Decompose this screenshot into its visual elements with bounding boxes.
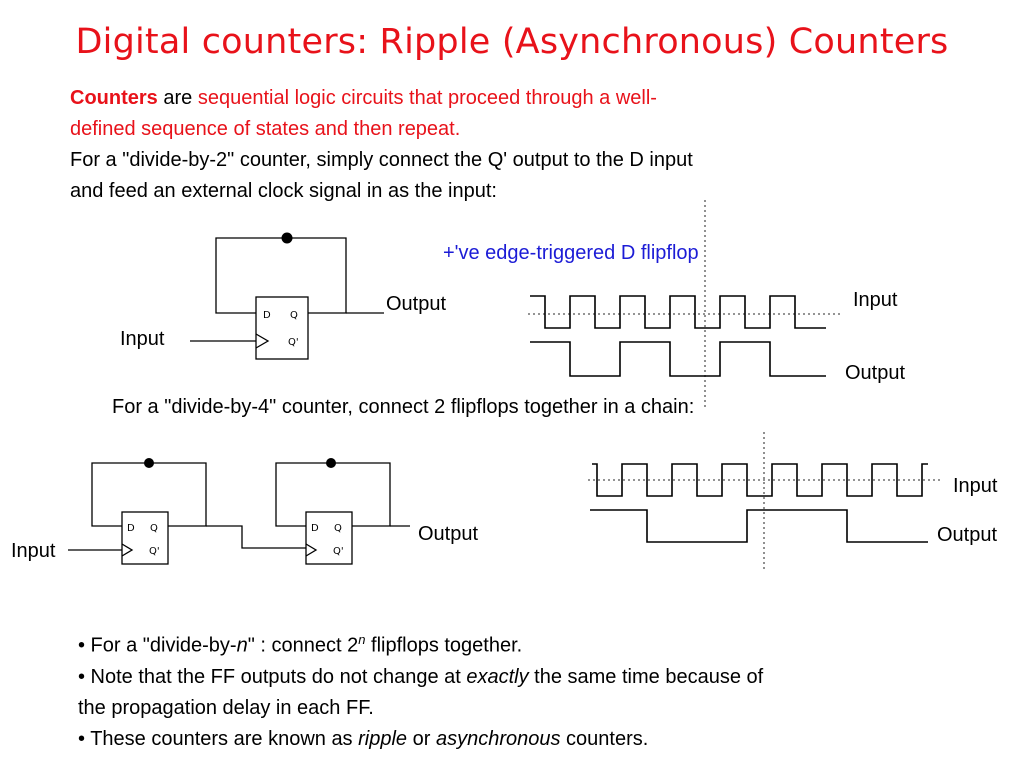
- feedback-wire-2a: [91, 462, 207, 527]
- ff2a-d-pin: D: [127, 523, 135, 534]
- bullet-propagation-note: • Note that the FF outputs do not change…: [78, 665, 764, 688]
- bullet-divide-by-n: • For a "divide-by-n" : connect 2n flipf…: [78, 632, 523, 657]
- ff1-d-pin: D: [263, 310, 271, 321]
- ff1-q-pin: Q: [290, 310, 298, 321]
- junction-dot-2b: [326, 458, 336, 468]
- divide-by-2-waveforms: [528, 200, 840, 410]
- junction-dot-2a: [144, 458, 154, 468]
- ff2b-d-pin: D: [311, 523, 319, 534]
- input-clock-wave-1: [530, 295, 826, 329]
- flipflop-caption: +'ve edge-triggered D flipflop: [443, 242, 699, 264]
- d-flipflop-2b: [305, 511, 353, 565]
- chain-wire: [206, 525, 306, 549]
- counters-term: Counters: [70, 87, 158, 109]
- ff2a-q-pin: Q: [150, 523, 158, 534]
- ff2b-q-pin: Q: [334, 523, 342, 534]
- divide-by-2-line-2: and feed an external clock signal in as …: [70, 180, 497, 202]
- output-wave-2: [590, 509, 928, 543]
- d-flipflop-1: [255, 296, 309, 360]
- circuit2-output-label: Output: [418, 523, 479, 545]
- divide-by-4-text: For a "divide-by-4" counter, connect 2 f…: [112, 396, 695, 418]
- are-word: are: [163, 87, 193, 109]
- divide-by-4-waveforms: [588, 432, 942, 572]
- divide-by-4-circuit: [68, 462, 410, 565]
- junction-dot-1: [281, 232, 293, 244]
- ff1-qbar-pin: Q': [288, 337, 299, 348]
- wave1-output-label: Output: [845, 362, 906, 384]
- definition-line-1: sequential logic circuits that proceed t…: [197, 87, 657, 109]
- intro-paragraph: Counters are sequential logic circuits t…: [70, 83, 940, 207]
- bullet-propagation-note-cont: the propagation delay in each FF.: [78, 696, 374, 719]
- bullet-ripple-counters: • These counters are known as ripple or …: [78, 727, 649, 750]
- divide-by-2-line-1: For a "divide-by-2" counter, simply conn…: [70, 149, 693, 171]
- d-flipflop-2a: [121, 511, 169, 565]
- page-title: Digital counters: Ripple (Asynchronous) …: [75, 22, 949, 62]
- circuit1-output-label: Output: [386, 293, 447, 315]
- ff2a-qbar-pin: Q': [149, 546, 160, 557]
- clock-triangle-2b: [305, 543, 318, 557]
- flipflop-pin-letters: D Q Q' D Q Q' D Q Q': [127, 310, 344, 557]
- wave2-output-label: Output: [937, 524, 998, 546]
- definition-line-2: defined sequence of states and then repe…: [70, 118, 461, 140]
- feedback-wire-1: [215, 237, 347, 314]
- feedback-wire-2b: [275, 462, 391, 527]
- clock-triangle-2a: [121, 543, 134, 557]
- bullet-list: • For a "divide-by-n" : connect 2n flipf…: [78, 624, 978, 755]
- circuit2-input-label: Input: [11, 540, 56, 562]
- ff2b-qbar-pin: Q': [333, 546, 344, 557]
- divide-by-2-circuit: [190, 237, 384, 360]
- clock-triangle-1: [255, 333, 270, 349]
- input-clock-wave-2: [592, 463, 928, 497]
- wave2-input-label: Input: [953, 475, 998, 497]
- circuit1-input-label: Input: [120, 328, 165, 350]
- output-wave-1: [530, 341, 826, 377]
- wave1-input-label: Input: [853, 289, 898, 311]
